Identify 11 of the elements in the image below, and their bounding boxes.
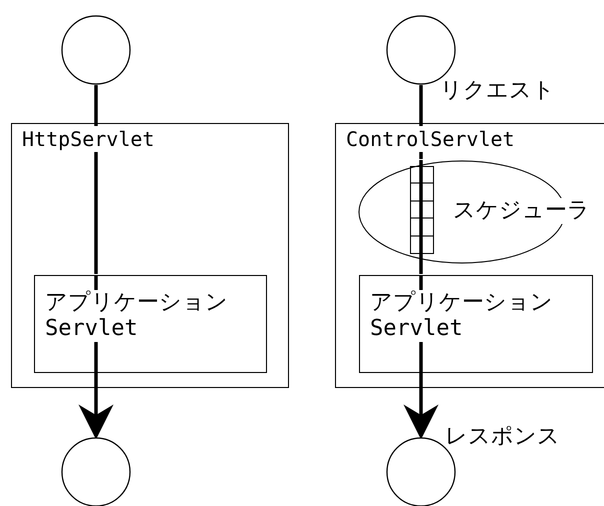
component-box [11, 123, 289, 388]
component-box [359, 275, 593, 373]
circle [61, 15, 131, 85]
component-box [335, 123, 604, 388]
node-text: HttpServlet [22, 126, 154, 152]
component-box [34, 275, 267, 373]
beside-label: リクエスト [440, 78, 555, 104]
arrow [404, 373, 438, 440]
node-text: ControlServlet [346, 126, 515, 152]
beside-label: レスポンス [445, 424, 560, 450]
arrow [78, 373, 114, 440]
